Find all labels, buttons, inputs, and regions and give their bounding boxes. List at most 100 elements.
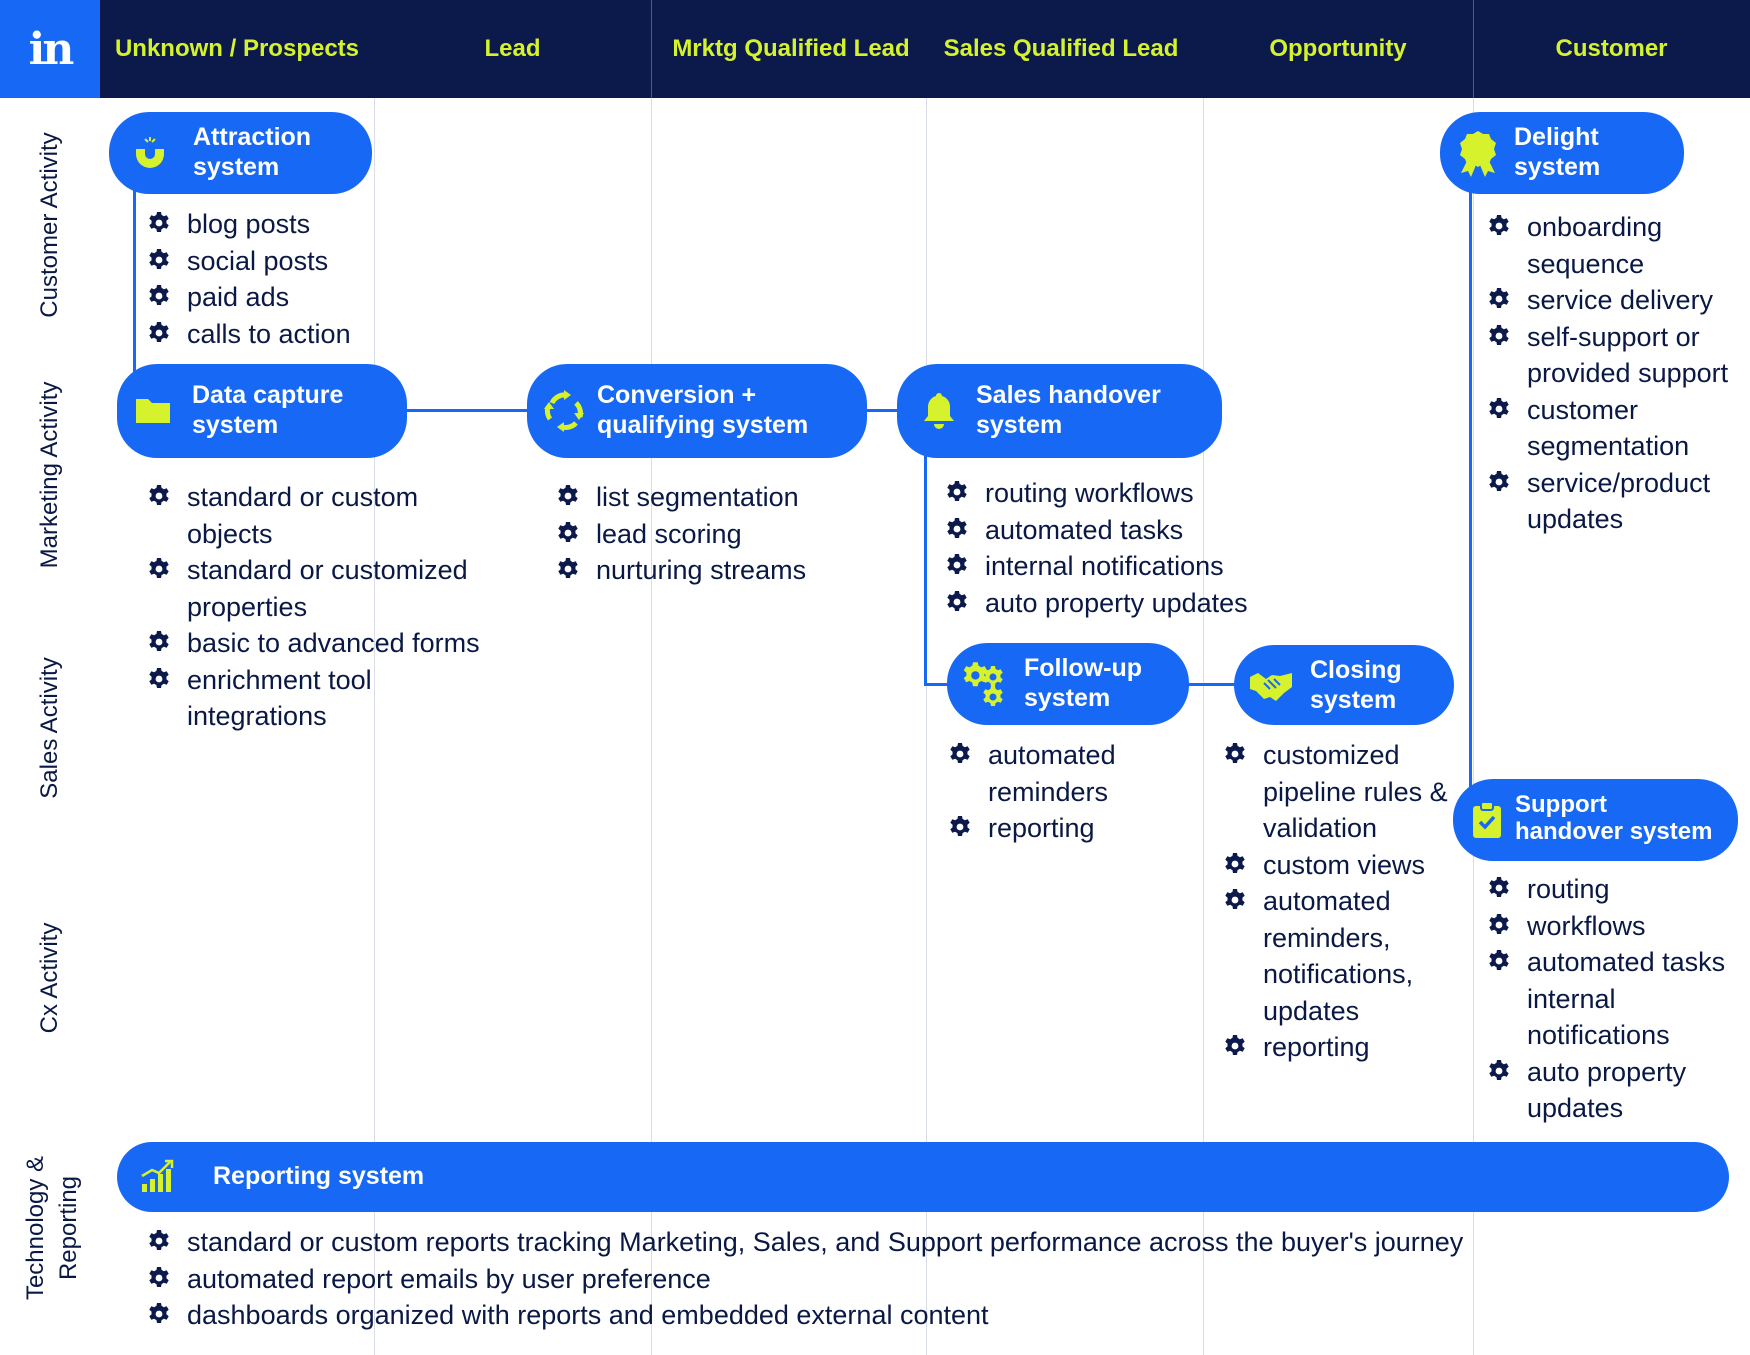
gear-icon [1225, 1035, 1245, 1055]
lane-label-line: Technology & [22, 1155, 49, 1301]
list-item: blog posts [147, 206, 397, 243]
conversion-system-title: Conversion + qualifying system [597, 381, 809, 439]
list-item: calls to action [147, 316, 397, 353]
list-item: standard or custom reports tracking Mark… [147, 1224, 1727, 1261]
data-capture-system-list: standard or custom objects standard or c… [147, 479, 507, 735]
stage-sql: Sales Qualified Lead [943, 35, 1179, 62]
gear-icon [1489, 288, 1509, 308]
list-item-text: automated tasks [985, 514, 1184, 545]
list-item: service delivery [1487, 282, 1749, 319]
data-capture-system-pill[interactable]: Data capture system [117, 364, 407, 458]
list-item: social posts [147, 243, 397, 280]
list-item-text: basic to advanced forms [187, 628, 480, 658]
gear-icon [947, 481, 967, 501]
list-item: dashboards organized with reports and em… [147, 1297, 1727, 1334]
list-item: self-support or provided support [1487, 319, 1749, 392]
gear-icon [149, 1303, 169, 1323]
gear-icon [1489, 913, 1509, 934]
connector-line [133, 150, 136, 380]
list-item: automated reminders [948, 737, 1168, 810]
list-item: customer segmentation [1487, 392, 1749, 465]
gear-icon [947, 554, 967, 574]
list-item: automated tasks internal notifications [1487, 944, 1749, 1054]
gear-icon [1489, 877, 1509, 897]
gear-icon [558, 521, 578, 542]
conversion-system-pill[interactable]: Conversion + qualifying system [527, 364, 867, 458]
connector-line [1185, 683, 1235, 686]
stage-opportunity: Opportunity [1269, 35, 1407, 62]
reporting-system-pill[interactable]: Reporting system [117, 1142, 1729, 1212]
gear-icon [149, 631, 169, 651]
list-item-text: custom views [1263, 849, 1426, 880]
list-item: onboarding sequence [1487, 209, 1749, 282]
gear-icon [1489, 215, 1509, 235]
stage-unknown-prospects: Unknown / Prospects [114, 35, 360, 62]
list-item: routing workflows [945, 475, 1285, 512]
list-item-text: dashboards organized with reports and em… [187, 1300, 989, 1330]
column-divider [374, 98, 375, 1355]
lane-label-line: Reporting [55, 1175, 82, 1281]
delight-system-title: Delight system [1514, 123, 1601, 181]
attraction-system-pill[interactable]: Attraction system [109, 112, 372, 194]
list-item-text: automated report emails by user preferen… [187, 1263, 711, 1294]
gear-icon [1489, 324, 1509, 345]
gear-icon [149, 248, 169, 269]
list-item-text: service/product updates [1527, 467, 1711, 535]
connector-line [924, 456, 927, 686]
stage-mql: Mrktg Qualified Lead [672, 35, 910, 62]
list-item-text: onboarding sequence [1527, 212, 1663, 279]
list-item-text: lead scoring [596, 518, 742, 549]
gear-icon [149, 1230, 169, 1250]
list-item: automated tasks [945, 512, 1285, 549]
lane-label-technology-reporting: Technology & Reporting [19, 1156, 85, 1300]
connector-line [924, 683, 952, 686]
gear-icon [149, 321, 169, 342]
followup-system-pill[interactable]: Follow-up system [947, 643, 1189, 725]
list-item-text: auto property updates [985, 587, 1248, 618]
stage-lead: Lead [484, 35, 541, 62]
gear-icon [947, 517, 967, 538]
gear-icon [950, 743, 970, 763]
column-divider [1473, 98, 1474, 1355]
list-item: automated report emails by user preferen… [147, 1261, 1727, 1298]
brand-logo[interactable]: in [0, 0, 100, 98]
gear-icon [1489, 950, 1509, 970]
column-divider [926, 98, 927, 1355]
gear-icon [558, 558, 578, 578]
gear-icon [1225, 889, 1245, 909]
clipboard-check-icon [1467, 799, 1507, 841]
list-item-text: enrichment tool integrations [187, 664, 372, 732]
list-item: nurturing streams [556, 552, 876, 589]
list-item-text: customized pipeline rules & validation [1263, 740, 1448, 843]
delight-system-pill[interactable]: Delight system [1440, 112, 1684, 194]
list-item-text: routing workflows [985, 478, 1194, 508]
list-item-text: blog posts [187, 209, 311, 239]
sales-handover-system-pill[interactable]: Sales handover system [897, 364, 1222, 458]
gear-icon [1225, 743, 1245, 763]
lane-label-customer-activity: Customer Activity [36, 132, 63, 318]
cycle-arrows-icon [541, 388, 587, 434]
gear-icon [950, 816, 970, 836]
gear-icon [1489, 470, 1509, 491]
followup-system-list: automated reminders reporting [948, 737, 1168, 847]
closing-system-title: Closing system [1310, 656, 1402, 714]
gear-icon [1489, 1059, 1509, 1080]
list-item: list segmentation [556, 479, 876, 516]
attraction-system-title: Attraction system [193, 123, 312, 181]
closing-system-pill[interactable]: Closing system [1234, 645, 1454, 725]
list-item-text: automated tasks internal notifications [1527, 947, 1726, 1050]
data-capture-system-title: Data capture system [192, 381, 344, 439]
gear-icon [947, 590, 967, 611]
connector-line [862, 409, 902, 412]
gear-icon [149, 285, 169, 305]
followup-system-title: Follow-up system [1024, 654, 1143, 712]
column-divider [651, 98, 652, 1355]
gear-icon [149, 212, 169, 232]
conversion-system-list: list segmentation lead scoring nurturing… [556, 479, 876, 589]
list-item-text: self-support or provided support [1527, 321, 1729, 389]
list-item: standard or customized properties [147, 552, 507, 625]
support-handover-system-pill[interactable]: Support handover system [1453, 779, 1738, 861]
list-item-text: reporting [1263, 1032, 1370, 1062]
stage-header-bar: in Unknown / Prospects Lead Mrktg Qualif… [0, 0, 1750, 98]
list-item-text: reporting [988, 813, 1095, 843]
